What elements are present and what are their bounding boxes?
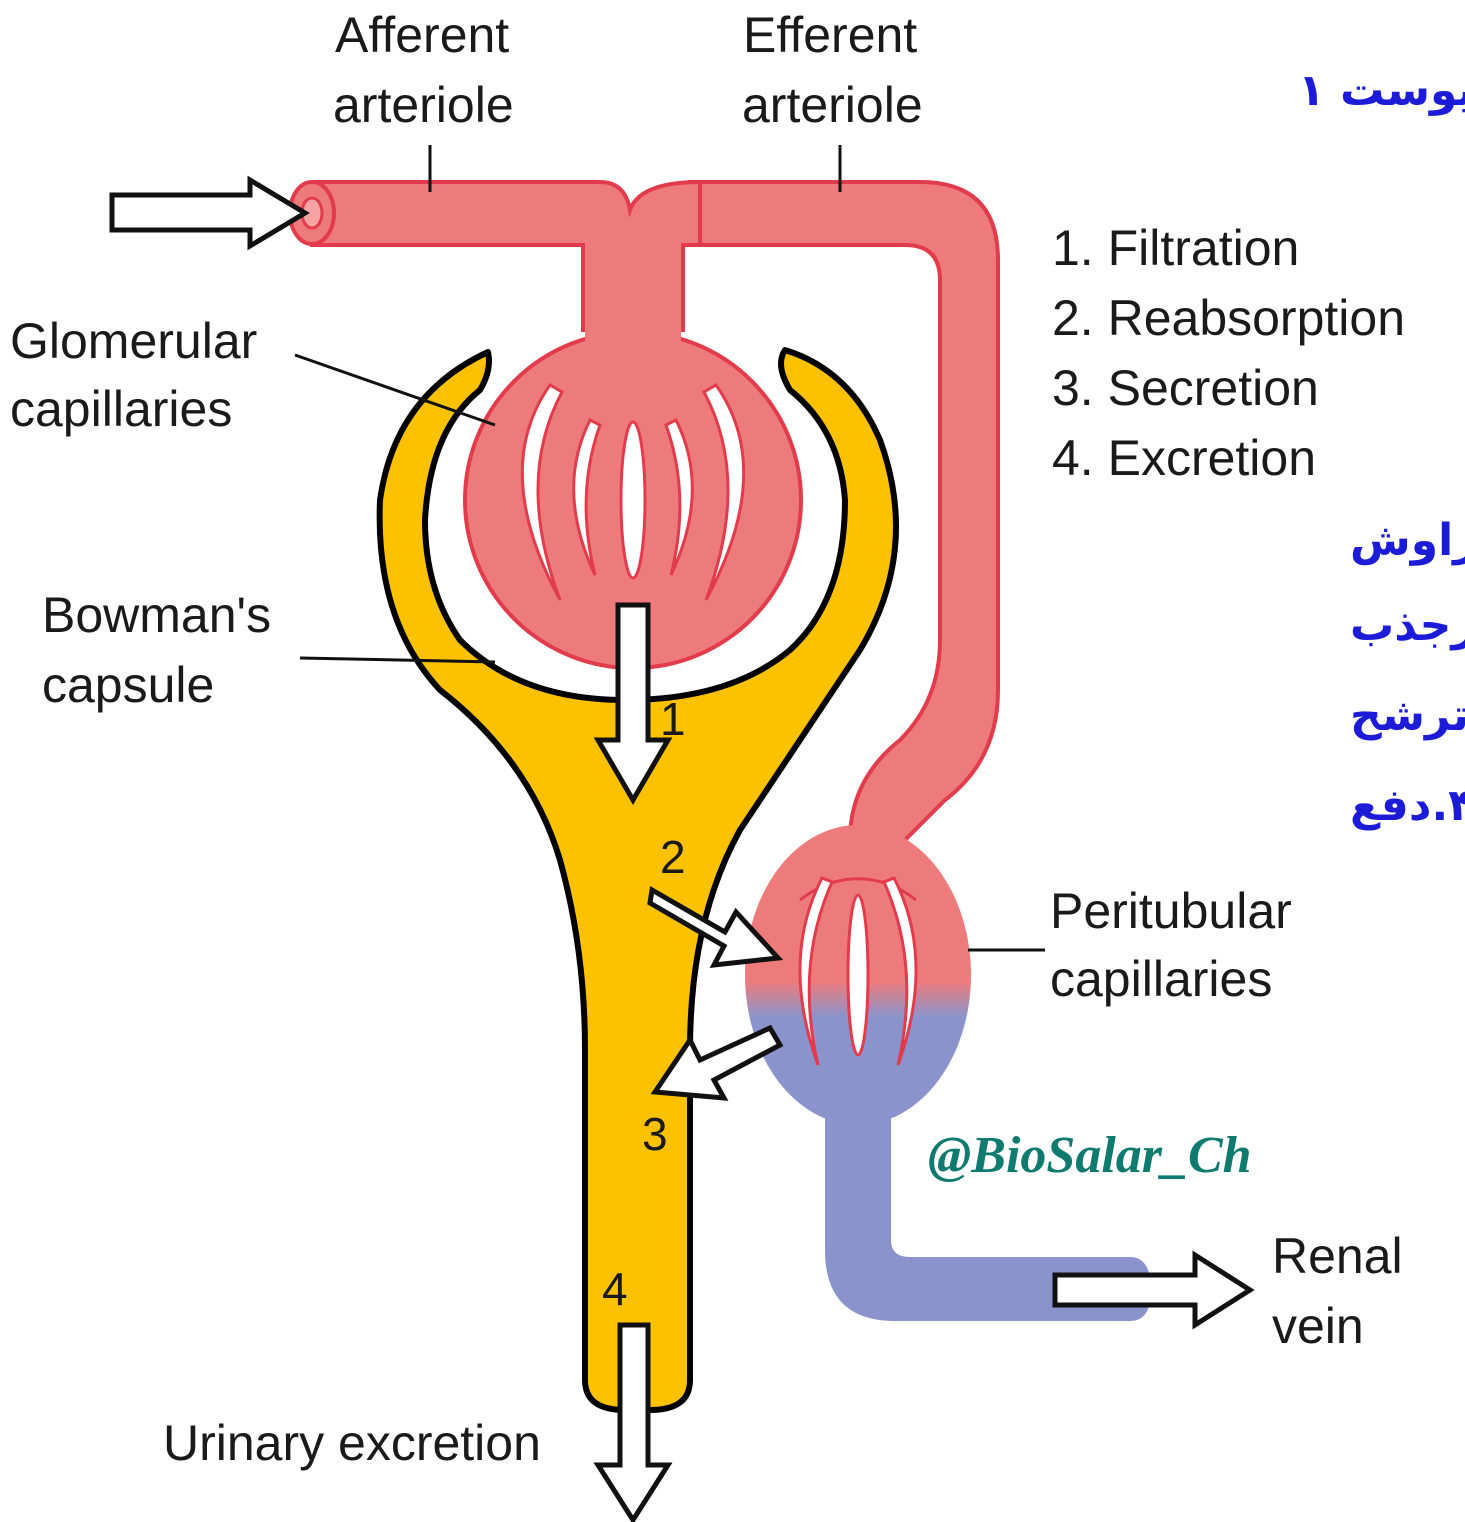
efferent-label-line1: Efferent [743, 7, 917, 63]
bowman-label-line1: Bowman's [42, 587, 271, 643]
afferent-label-line1: Afferent [335, 7, 509, 63]
peritubular-label-line1: Peritubular [1050, 883, 1292, 939]
peritubular-label-line2: capillaries [1050, 951, 1272, 1007]
process-fa-2: ۲.بازجذب [1350, 600, 1465, 651]
process-item-excretion: 4. Excretion [1052, 430, 1316, 486]
afferent-inflow-arrow[interactable] [112, 180, 305, 246]
process-fa-3: ۳.ترشح [1350, 690, 1465, 741]
glomerular-label-line1: Glomerular [10, 313, 257, 369]
efferent-label-line2: arteriole [742, 77, 923, 133]
afferent-label-line2: arteriole [333, 77, 514, 133]
step-number-4: 4 [602, 1263, 628, 1315]
urinary-excretion-label: Urinary excretion [163, 1415, 541, 1471]
step-number-3: 3 [642, 1108, 668, 1160]
renal-vein-label-line2: vein [1272, 1298, 1364, 1354]
process-item-reabsorption: 2. Reabsorption [1052, 290, 1405, 346]
process-item-filtration: 1. Filtration [1052, 220, 1299, 276]
glomerulus-neck [585, 240, 681, 350]
appendix-title: پیوست ۱ [1298, 65, 1465, 116]
bowman-label-line2: capsule [42, 657, 214, 713]
glomerular-label-line2: capillaries [10, 381, 232, 437]
step-number-1: 1 [660, 693, 686, 745]
renal-vein-label-line1: Renal [1272, 1228, 1403, 1284]
process-item-secretion: 3. Secretion [1052, 360, 1319, 416]
process-fa-1: ۱.تراوش [1350, 515, 1465, 566]
process-fa-4: ۴.دفع [1350, 780, 1465, 831]
watermark: @BioSalar_Ch [928, 1127, 1252, 1184]
step-number-2: 2 [660, 831, 686, 883]
